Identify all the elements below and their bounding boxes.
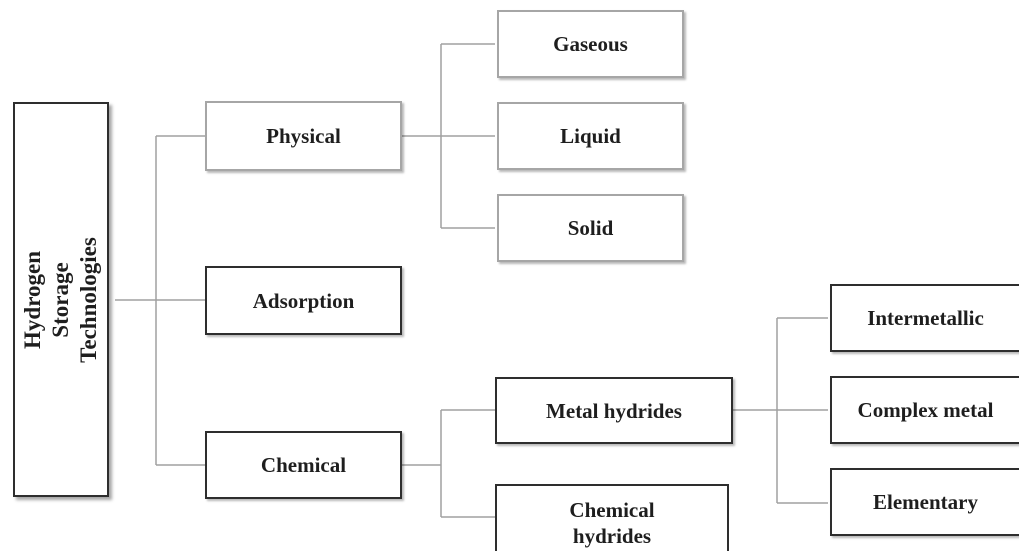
node-gaseous: Gaseous bbox=[497, 10, 684, 78]
node-metal-hydrides: Metal hydrides bbox=[495, 377, 733, 444]
root-node: Hydrogen Storage Technologies bbox=[13, 102, 109, 497]
node-intermetallic-label: Intermetallic bbox=[867, 306, 984, 330]
node-elementary-label: Elementary bbox=[873, 490, 978, 514]
node-chemical-label: Chemical bbox=[260, 453, 347, 477]
node-complex-metal-label: Complex metal bbox=[857, 398, 994, 422]
node-adsorption-label: Adsorption bbox=[252, 288, 355, 313]
node-elementary: Elementary bbox=[830, 468, 1019, 536]
node-intermetallic: Intermetallic bbox=[830, 284, 1019, 352]
node-solid-label: Solid bbox=[567, 216, 614, 240]
node-liquid: Liquid bbox=[497, 102, 684, 170]
node-complex-metal: Complex metal bbox=[830, 376, 1019, 444]
node-adsorption: Adsorption bbox=[205, 266, 402, 335]
node-physical-label: Physical bbox=[266, 124, 341, 148]
node-liquid-label: Liquid bbox=[560, 124, 621, 148]
node-chemical: Chemical bbox=[205, 431, 402, 499]
node-metal-hydrides-label: Metal hydrides bbox=[546, 398, 682, 423]
node-chemical-hydrides: Chemical hydrides bbox=[495, 484, 729, 551]
root-label: Hydrogen Storage Technologies bbox=[20, 236, 102, 363]
node-physical: Physical bbox=[205, 101, 402, 171]
node-chemical-hydrides-label: Chemical hydrides bbox=[569, 497, 655, 548]
node-solid: Solid bbox=[497, 194, 684, 262]
node-gaseous-label: Gaseous bbox=[553, 32, 628, 56]
